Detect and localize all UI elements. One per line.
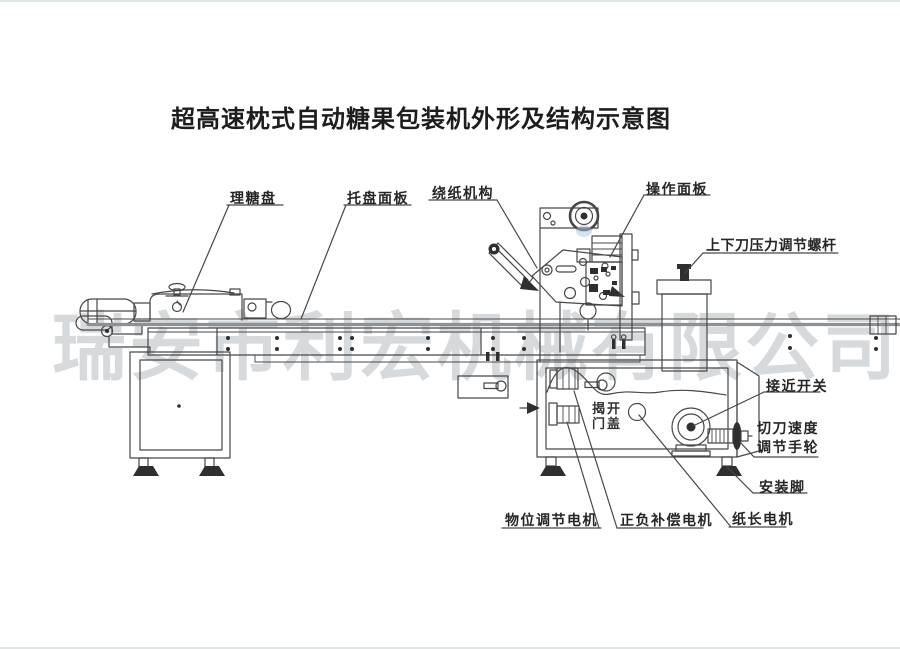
- candy-feeder: [75, 282, 292, 354]
- side-handle: [527, 402, 540, 414]
- paper-winding-mechanism: [488, 200, 640, 363]
- label-compensation-motor: 正负补偿电机: [620, 514, 713, 529]
- paper-roll: [568, 200, 600, 237]
- conveyor: [86, 318, 900, 399]
- label-mounting-foot: 安装脚: [759, 481, 806, 496]
- label-tray-panel: 托盘面板: [347, 192, 409, 207]
- panel-hole: [596, 372, 616, 392]
- compensation-motor: [548, 402, 580, 426]
- speed-handwheel: [707, 422, 753, 450]
- knife-pressure-box: [656, 264, 712, 372]
- label-underlines: [226, 194, 839, 529]
- top-border-line: [0, 0, 900, 2]
- mounting-feet: [540, 456, 742, 476]
- label-operation-panel: 操作面板: [646, 183, 708, 198]
- door-cover-text: 揭开 门盖: [592, 401, 623, 431]
- conveyor-rivets: [226, 336, 526, 351]
- cutter-crank: [671, 407, 711, 457]
- label-level-adjust-motor: 物位调节电机: [505, 514, 598, 529]
- main-cabinet: [519, 359, 760, 476]
- candy-tray: [149, 282, 243, 321]
- label-proximity-switch: 接近开关: [766, 380, 828, 395]
- operation-panel: [585, 261, 623, 306]
- paper-length-motor-shaft: [627, 402, 647, 422]
- label-paper-winding: 绕纸机构: [432, 187, 494, 202]
- label-knife-pressure-rod: 上下刀压力调节螺杆: [706, 239, 837, 254]
- bottom-border-line: [0, 647, 900, 649]
- infeed-cabinet: [129, 351, 231, 476]
- label-paper-length-motor: 纸长电机: [732, 513, 794, 528]
- outfeed-rail: [788, 315, 897, 351]
- label-candy-tray: 理糖盘: [230, 192, 277, 207]
- leader-lines: [182, 194, 765, 529]
- page-title: 超高速枕式自动糖果包装机外形及结构示意图: [171, 107, 671, 133]
- label-cutter-speed-handwheel: 切刀速度 调节手轮: [757, 422, 819, 456]
- paper-guide-arm: [488, 242, 539, 291]
- level-adjust-motor: [549, 367, 579, 390]
